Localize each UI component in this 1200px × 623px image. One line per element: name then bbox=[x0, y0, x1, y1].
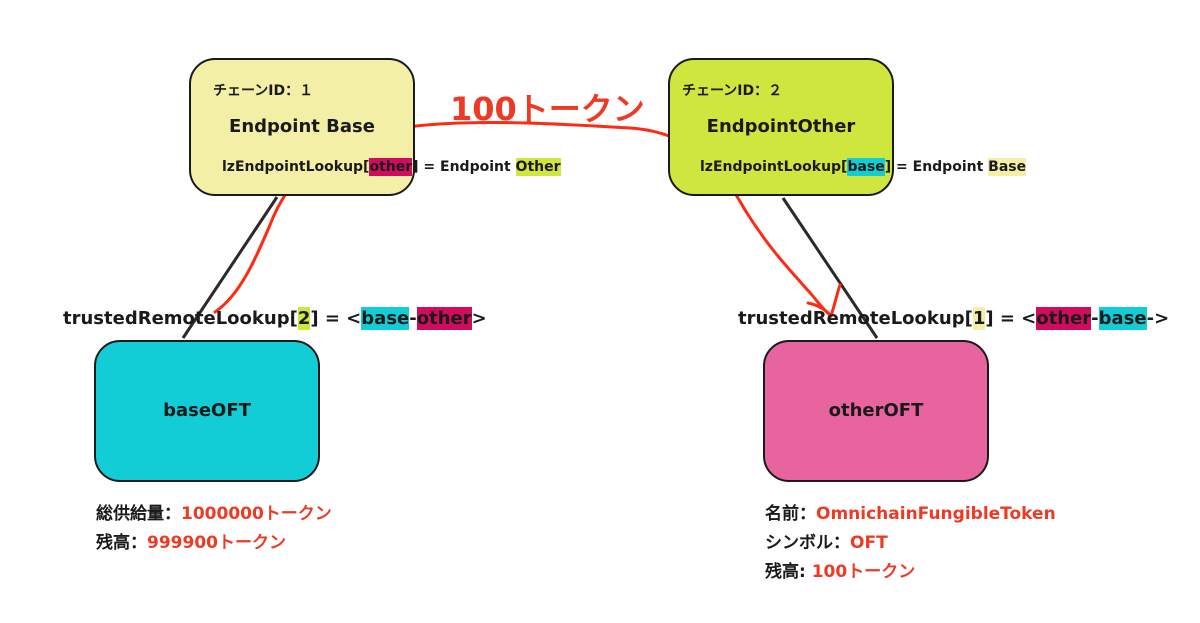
trusted-part1-highlight: other bbox=[1036, 307, 1092, 330]
trusted-suffix: -> bbox=[1146, 308, 1170, 329]
trusted-index-highlight: 2 bbox=[297, 307, 311, 330]
endpoint-other-chain-label: チェーンID：２ bbox=[682, 83, 783, 99]
base-oft-balance: 残高：999900トークン bbox=[96, 528, 286, 553]
balance-label: 残高： bbox=[96, 533, 147, 553]
balance-value: 100トークン bbox=[811, 562, 916, 582]
supply-value: 1000000トークン bbox=[181, 504, 332, 524]
other-oft-symbol: シンボル：OFT bbox=[765, 528, 888, 553]
lookup-value-highlight: Base bbox=[988, 158, 1027, 176]
trusted-mid: ] = < bbox=[310, 308, 362, 329]
lookup-prefix: lzEndpointLookup[ bbox=[700, 159, 848, 175]
endpoint-base-lookup: lzEndpointLookup[other] = Endpoint Other bbox=[222, 158, 561, 176]
other-oft-box bbox=[763, 340, 989, 482]
other-oft-name: otherOFT bbox=[828, 400, 924, 421]
balance-label: 残高: bbox=[765, 562, 812, 582]
trusted-remote-lookup-other: trustedRemoteLookup[1] = <other-base-> bbox=[738, 307, 1170, 330]
base-oft-box bbox=[94, 340, 320, 482]
trusted-mid: ] = < bbox=[985, 308, 1037, 329]
trusted-sep: - bbox=[1091, 308, 1099, 329]
connector-other bbox=[781, 197, 879, 339]
base-oft-name: baseOFT bbox=[163, 400, 251, 421]
symbol-value: OFT bbox=[850, 533, 888, 553]
trusted-prefix: trustedRemoteLookup[ bbox=[738, 308, 973, 329]
trusted-part2-highlight: base bbox=[1098, 307, 1147, 330]
trusted-prefix: trustedRemoteLookup[ bbox=[63, 308, 298, 329]
trusted-remote-lookup-base: trustedRemoteLookup[2] = <base-other> bbox=[63, 307, 487, 330]
endpoint-base-chain-label: チェーンID：１ bbox=[213, 83, 314, 99]
other-oft-balance: 残高: 100トークン bbox=[765, 557, 915, 582]
other-oft-token-name: 名前：OmnichainFungibleToken bbox=[765, 499, 1056, 524]
supply-label: 総供給量： bbox=[96, 504, 181, 524]
lookup-prefix: lzEndpointLookup[ bbox=[222, 159, 370, 175]
lookup-mid: ] = Endpoint bbox=[884, 159, 989, 175]
lookup-mid: ] = Endpoint bbox=[412, 159, 516, 175]
trusted-suffix: > bbox=[471, 308, 487, 329]
balance-value: 999900トークン bbox=[147, 533, 286, 553]
transfer-arrow bbox=[213, 121, 842, 318]
name-label: 名前： bbox=[765, 504, 816, 524]
endpoint-other-lookup: lzEndpointLookup[base] = Endpoint Base bbox=[700, 158, 1027, 176]
trusted-part2-highlight: other bbox=[416, 307, 472, 330]
transfer-amount-label: 100トークン bbox=[450, 90, 645, 128]
lookup-key-highlight: base bbox=[847, 158, 885, 176]
trusted-sep: - bbox=[409, 308, 417, 329]
trusted-index-highlight: 1 bbox=[972, 307, 986, 330]
name-value: OmnichainFungibleToken bbox=[816, 504, 1056, 524]
endpoint-base-title: Endpoint Base bbox=[229, 116, 375, 137]
base-oft-supply: 総供給量：1000000トークン bbox=[96, 499, 332, 524]
symbol-label: シンボル： bbox=[765, 533, 850, 553]
lookup-key-highlight: other bbox=[369, 158, 413, 176]
connector-base bbox=[181, 196, 279, 339]
lookup-value-highlight: Other bbox=[515, 158, 561, 176]
trusted-part1-highlight: base bbox=[361, 307, 410, 330]
endpoint-other-title: EndpointOther bbox=[706, 116, 856, 137]
